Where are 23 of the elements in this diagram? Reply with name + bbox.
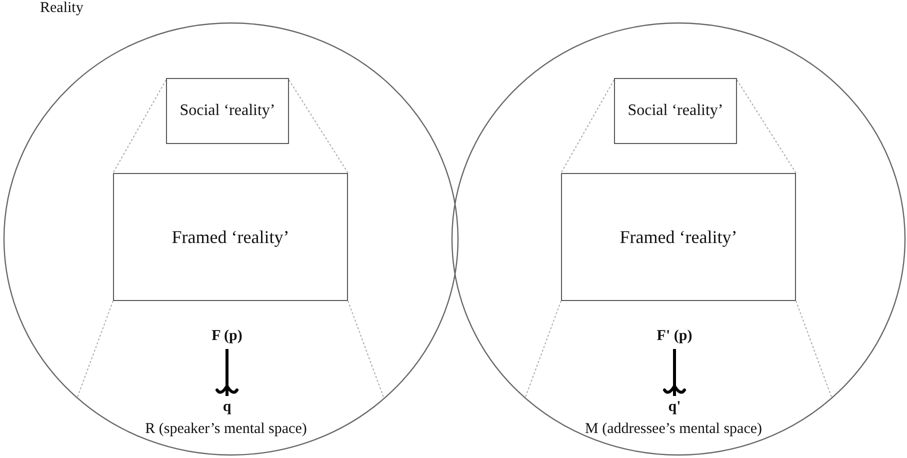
projection-line xyxy=(796,300,832,398)
projection-line xyxy=(560,80,614,174)
framed-reality-box: Framed ‘reality’ xyxy=(113,173,348,301)
variable-label: q' xyxy=(644,398,704,416)
brace-connector xyxy=(216,349,238,396)
projection-line xyxy=(112,80,166,174)
mental-space-ellipse xyxy=(451,22,906,456)
function-label: F (p) xyxy=(197,327,257,345)
brace-connector xyxy=(663,349,686,396)
projection-line xyxy=(76,300,114,398)
projection-line xyxy=(288,80,348,174)
reality-label: Reality xyxy=(40,0,84,17)
projection-line xyxy=(348,300,385,399)
space-caption: M (addressee’s mental space) xyxy=(585,421,762,438)
variable-label: q xyxy=(197,398,257,416)
projection-line xyxy=(524,300,562,398)
framed-reality-box: Framed ‘reality’ xyxy=(561,173,796,301)
projection-line xyxy=(736,80,796,174)
social-reality-box: Social ‘reality’ xyxy=(166,78,289,144)
space-caption: R (speaker’s mental space) xyxy=(145,421,307,438)
function-label: F' (p) xyxy=(644,327,704,345)
mental-space-ellipse xyxy=(3,22,459,456)
social-reality-box: Social ‘reality’ xyxy=(614,78,737,144)
